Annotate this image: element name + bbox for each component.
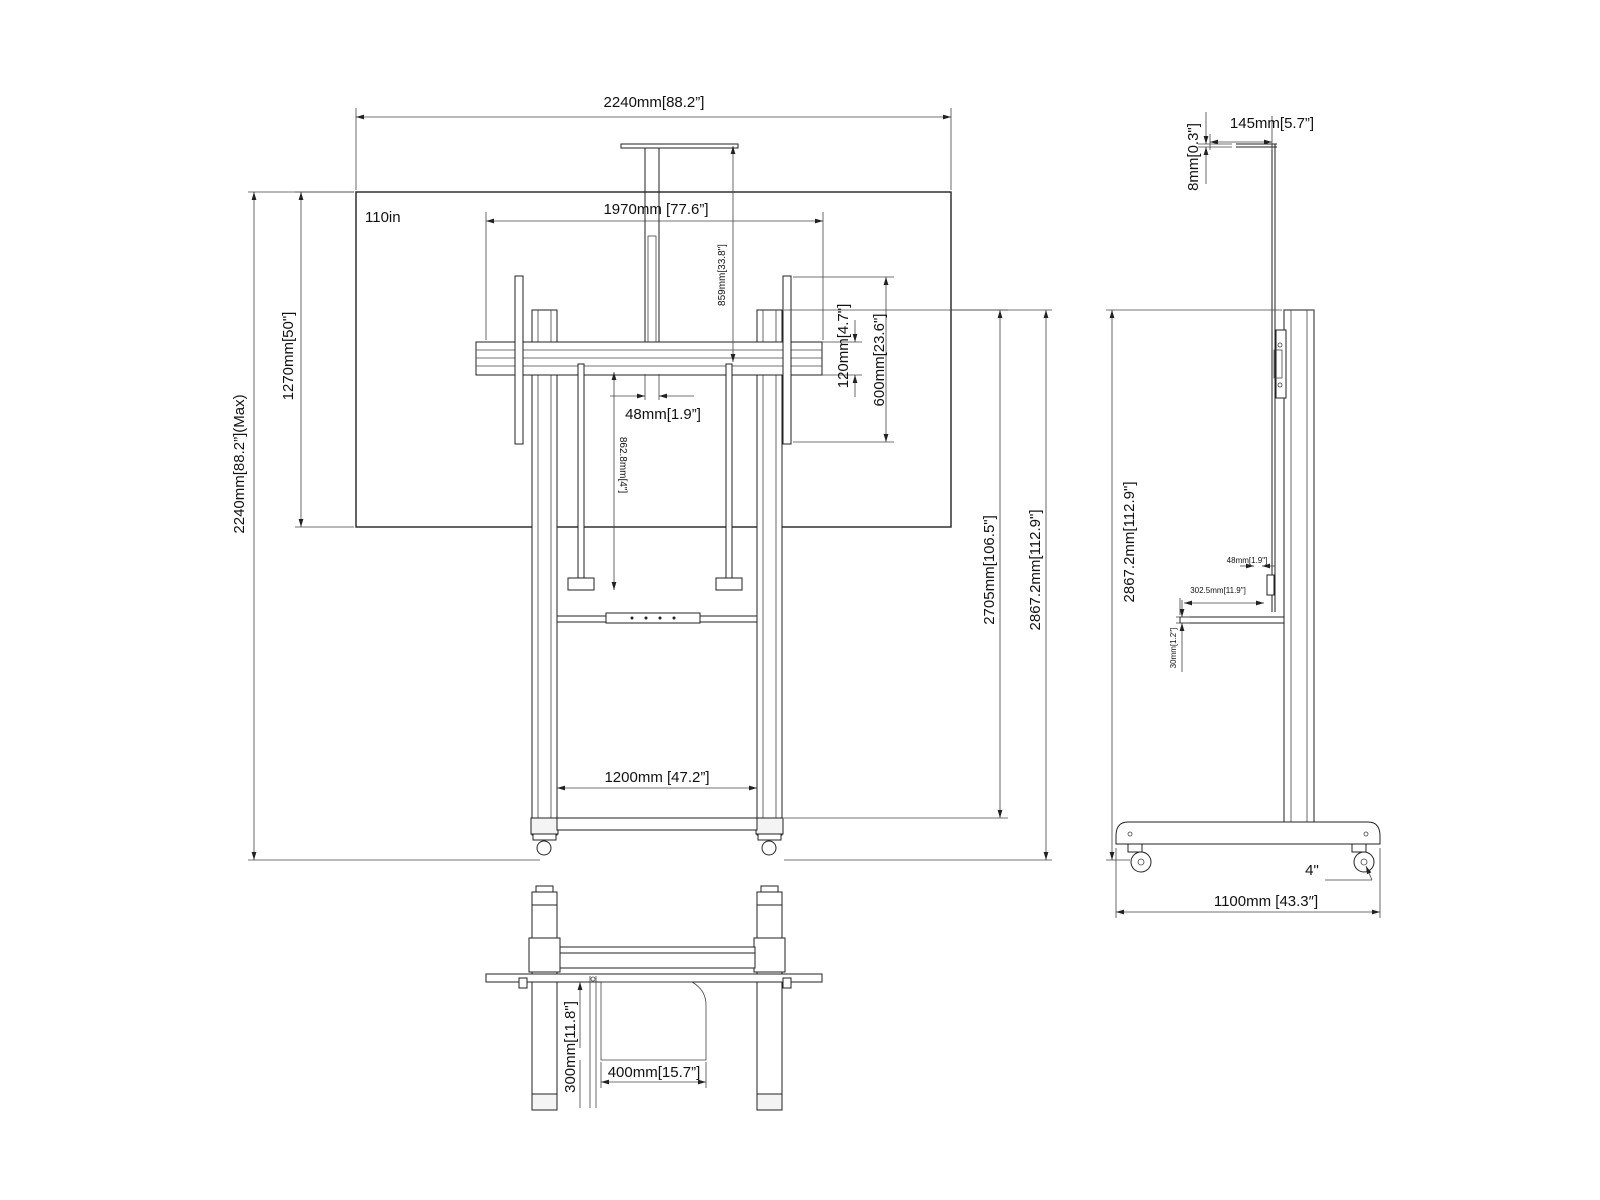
dim-top-mount: 859mm[33.8"] <box>717 244 728 306</box>
support-arm-right <box>725 363 733 581</box>
front-view: 110in 2240mm[88.2”] 1970mm [77.6”] 859mm… <box>231 94 1052 861</box>
top-plate <box>620 143 739 149</box>
dim-total-height-front: 2867.2mm[112.9"] <box>1027 510 1044 631</box>
side-view: 145mm[5.7”] 8mm[0.3"] 2867.2mm[112.9"] 4… <box>1106 112 1381 918</box>
dim-top-offset: 145mm[5.7”] <box>1230 115 1314 132</box>
caster-left <box>532 833 557 856</box>
vesa-bracket-right <box>782 275 792 445</box>
caster-right <box>757 833 782 856</box>
screen-outline <box>355 191 952 528</box>
dim-overall-width: 2240mm[88.2”] <box>604 94 705 111</box>
dim-caster: 4" <box>1305 862 1319 879</box>
bottom-view: 300mm[11.8"] 400mm[15.7”] <box>485 885 823 1111</box>
dim-shelf-thickness: 30mm[1.2"] <box>1169 628 1178 669</box>
screen-size-label: 110in <box>365 209 401 226</box>
support-arm-left <box>577 363 585 581</box>
side-shelf <box>1179 616 1285 624</box>
dim-total-height-side: 2867.2mm[112.9"] <box>1121 482 1138 603</box>
dim-mount-height: 2705mm[106.5"] <box>981 515 998 625</box>
base-crossbar <box>556 817 758 831</box>
dim-arm-length: 862.8mm[4"] <box>617 437 628 494</box>
dim-base-width: 1200mm [47.2”] <box>604 769 709 786</box>
dim-vesa-width: 1970mm [77.6”] <box>603 201 708 218</box>
dim-hole-spacing-small: 120mm[4.7"] <box>835 304 852 389</box>
mount-rail <box>475 341 823 376</box>
dim-pole-width: 48mm[1.9”] <box>625 406 701 423</box>
dim-max-height: 2240mm[88.2”](Max) <box>231 394 248 533</box>
dim-bottom-width: 400mm[15.7”] <box>608 1064 701 1081</box>
dim-base-depth: 1100mm [43.3″] <box>1214 893 1318 910</box>
dim-bottom-depth: 300mm[11.8"] <box>562 1001 579 1093</box>
bottom-mount-plate <box>600 981 707 1061</box>
dim-hole-spacing-large: 600mm[23.6"] <box>871 314 888 407</box>
bottom-crossbar <box>485 973 823 983</box>
upright-right <box>755 309 784 836</box>
side-caster-left <box>1127 843 1152 873</box>
upright-left <box>530 309 559 836</box>
bottom-post-left <box>531 971 558 1109</box>
vesa-bracket-left <box>514 275 524 445</box>
side-mount-bracket <box>1275 329 1287 399</box>
side-caster-right <box>1351 843 1375 873</box>
shelf <box>557 612 757 624</box>
side-column <box>1283 309 1315 823</box>
dim-screen-height: 1270mm[50"] <box>280 312 297 401</box>
bottom-post-right <box>756 971 783 1109</box>
dim-shelf-pole: 48mm[1.9"] <box>1227 556 1268 565</box>
dim-plate-thickness: 8mm[0.3"] <box>1185 123 1202 191</box>
dim-shelf-depth: 302.5mm[11.9"] <box>1190 586 1246 595</box>
side-base <box>1115 821 1381 845</box>
